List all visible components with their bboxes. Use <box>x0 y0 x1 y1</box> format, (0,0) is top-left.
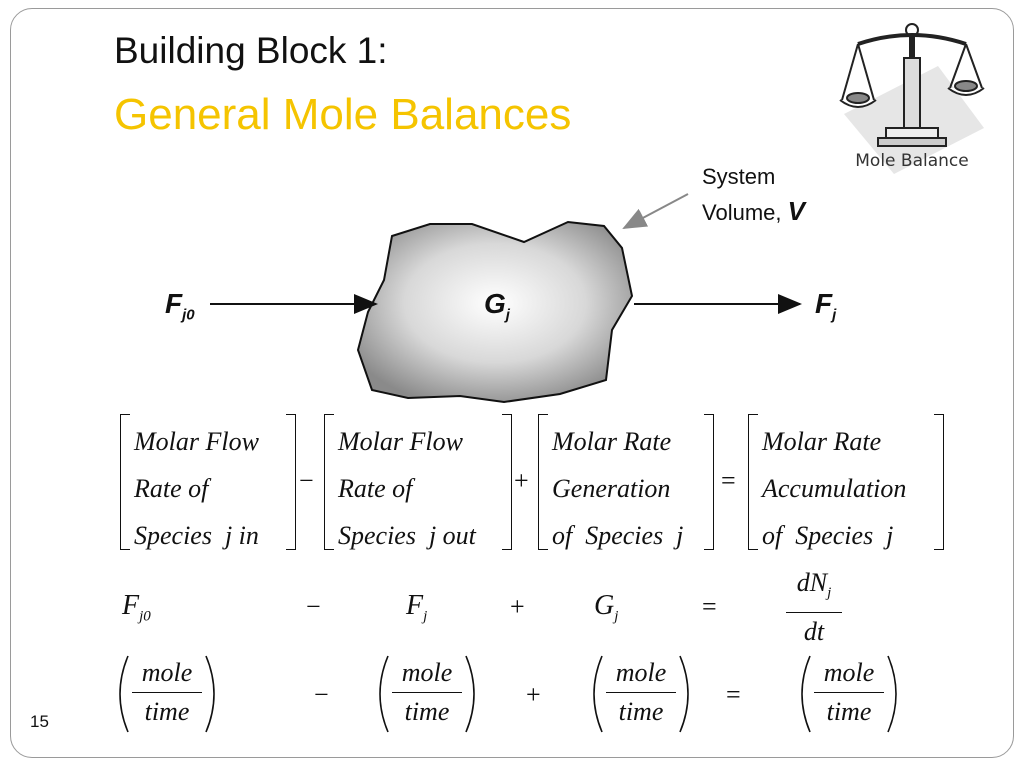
units-term-1: mole time <box>132 656 202 729</box>
term-line: of Species j <box>552 521 684 550</box>
unit-denominator: time <box>618 697 664 726</box>
system-volume-label: System Volume, V <box>702 160 805 230</box>
right-bracket <box>502 414 512 550</box>
symbol-sub: j <box>614 608 619 625</box>
symbol-main: F <box>122 590 140 621</box>
fraction-bar <box>814 692 884 693</box>
unit-denominator: time <box>144 697 190 726</box>
logo-caption: Mole Balance <box>855 151 968 171</box>
generation-subscript: j <box>505 306 510 324</box>
outlet-flow-label: Fj <box>815 288 836 324</box>
term-line: of Species j <box>762 521 894 550</box>
symbol-sub: j0 <box>139 608 151 625</box>
term-generation: Molar Rate Generation of Species j <box>538 414 714 550</box>
unit-numerator: mole <box>823 658 875 687</box>
term-line: Rate of <box>338 474 413 503</box>
plus-operator: + <box>510 592 525 621</box>
minus-operator: − <box>306 592 321 621</box>
inlet-symbol: F <box>165 288 183 319</box>
term-line: Molar Flow <box>338 427 463 456</box>
fraction-bar <box>392 692 462 693</box>
symbol-outlet-flow: Fj <box>406 590 427 626</box>
slide-title-line1: Building Block 1: <box>114 30 388 71</box>
volume-label: Volume, <box>702 200 782 225</box>
fraction-bar <box>132 692 202 693</box>
derivative-numerator: dNj <box>786 566 842 610</box>
outlet-subscript: j <box>832 306 837 324</box>
term-molar-flow-out: Molar Flow Rate of Species j out <box>324 414 512 550</box>
unit-denominator: time <box>826 697 872 726</box>
slide-frame <box>10 8 1014 758</box>
term-lines: Molar Flow Rate of Species j out <box>338 418 476 559</box>
term-molar-flow-in: Molar Flow Rate of Species j in <box>120 414 296 550</box>
generation-symbol: G <box>484 288 506 319</box>
units-term-2: mole time <box>392 656 462 729</box>
symbol-main: F <box>406 590 424 621</box>
generation-label: Gj <box>484 288 510 324</box>
right-bracket <box>934 414 944 550</box>
symbol-sub: j <box>423 608 428 625</box>
left-bracket <box>120 414 130 550</box>
term-line: Accumulation <box>762 474 907 503</box>
accumulation-derivative: dNj dt <box>786 566 842 649</box>
left-bracket <box>538 414 548 550</box>
term-line: Rate of <box>134 474 209 503</box>
slide-title-line2: General Mole Balances <box>114 90 572 139</box>
volume-line: Volume, V <box>702 194 805 230</box>
symbol-main: G <box>594 590 615 621</box>
system-label: System <box>702 164 776 189</box>
inlet-subscript: j0 <box>182 306 195 324</box>
term-lines: Molar Flow Rate of Species j in <box>134 418 259 559</box>
term-line: Molar Rate <box>762 427 882 456</box>
right-bracket <box>286 414 296 550</box>
page-number: 15 <box>30 712 49 731</box>
minus-operator: − <box>299 466 314 495</box>
left-bracket <box>748 414 758 550</box>
numerator-sub: j <box>827 585 832 602</box>
unit-numerator: mole <box>401 658 453 687</box>
symbol-inlet-flow: Fj0 <box>122 590 151 626</box>
left-bracket <box>324 414 334 550</box>
term-accumulation: Molar Rate Accumulation of Species j <box>748 414 944 550</box>
balance-scale-icon <box>839 23 985 147</box>
equals-operator: = <box>721 466 736 495</box>
mole-balance-logo: Mole Balance <box>839 23 985 174</box>
term-line: Species j in <box>134 521 259 550</box>
plus-operator: + <box>514 466 529 495</box>
unit-denominator: time <box>404 697 450 726</box>
fraction-bar <box>786 612 842 614</box>
fraction-bar <box>606 692 676 693</box>
inlet-flow-label: Fj0 <box>165 288 195 324</box>
units-term-3: mole time <box>606 656 676 729</box>
term-line: Species j out <box>338 521 476 550</box>
equals-operator: = <box>726 680 741 709</box>
term-line: Molar Rate <box>552 427 672 456</box>
unit-numerator: mole <box>141 658 193 687</box>
numerator-main: dN <box>796 568 828 597</box>
term-lines: Molar Rate Generation of Species j <box>552 418 683 559</box>
minus-operator: − <box>314 680 329 709</box>
symbol-generation: Gj <box>594 590 618 626</box>
units-term-4: mole time <box>814 656 884 729</box>
derivative-denominator: dt <box>803 617 825 647</box>
equals-operator: = <box>702 592 717 621</box>
term-line: Molar Flow <box>134 427 259 456</box>
term-line: Generation <box>552 474 671 503</box>
unit-numerator: mole <box>615 658 667 687</box>
plus-operator: + <box>526 680 541 709</box>
right-bracket <box>704 414 714 550</box>
volume-symbol: V <box>787 196 805 226</box>
term-lines: Molar Rate Accumulation of Species j <box>762 418 906 559</box>
outlet-symbol: F <box>815 288 833 319</box>
